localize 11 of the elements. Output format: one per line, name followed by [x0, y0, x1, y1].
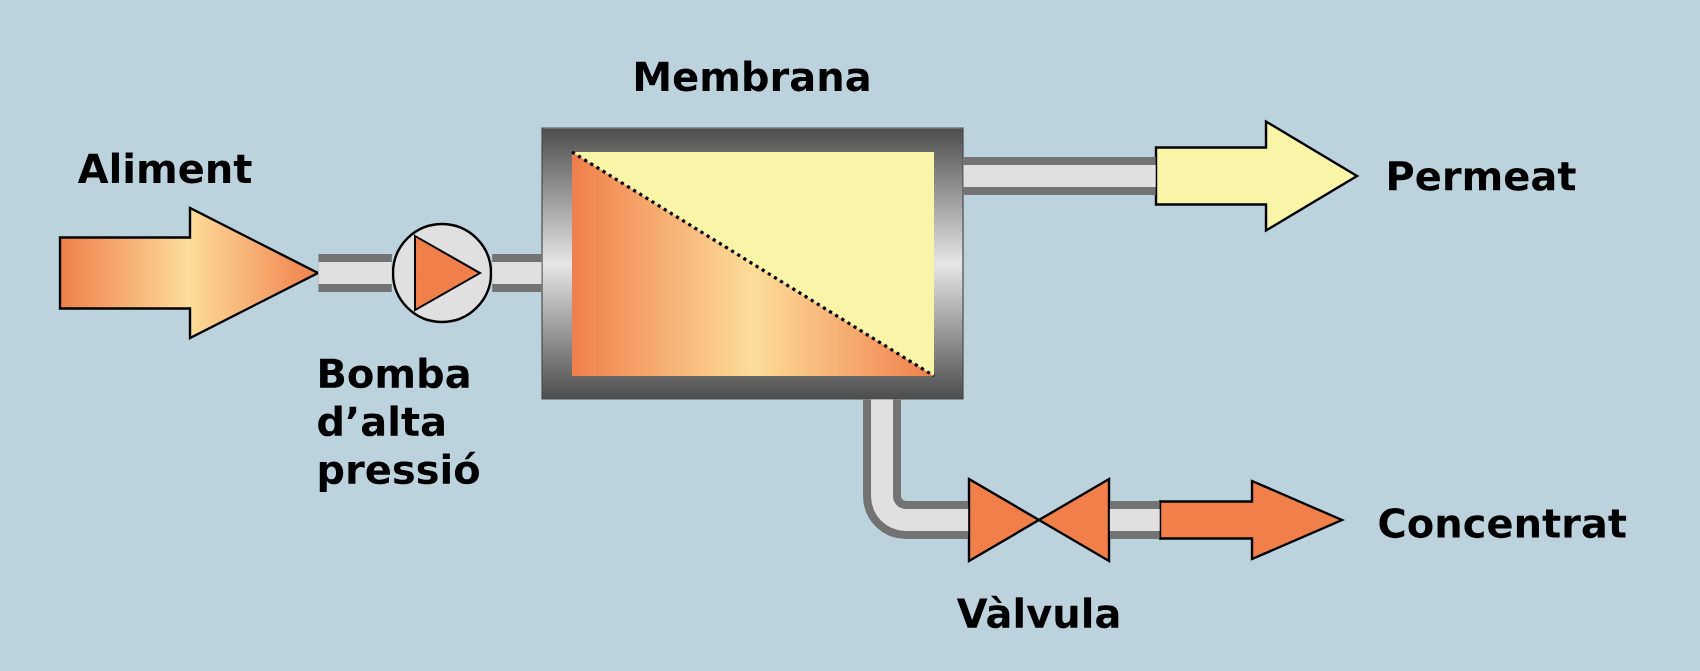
pipe: [963, 157, 1156, 195]
pipe: [1109, 501, 1160, 539]
membrane-label: Membrana: [635, 60, 869, 92]
flow-label: Permeat: [1389, 161, 1576, 191]
pipe: [863, 399, 969, 539]
pipe: [492, 254, 542, 292]
pump-label: Bomba d’alta pressió: [318, 357, 479, 493]
valve-label: Vàlvula: [956, 595, 1119, 629]
flow-label: Concentrat: [1379, 507, 1627, 539]
flow-label: Aliment: [77, 152, 252, 184]
pipe: [318, 254, 392, 292]
